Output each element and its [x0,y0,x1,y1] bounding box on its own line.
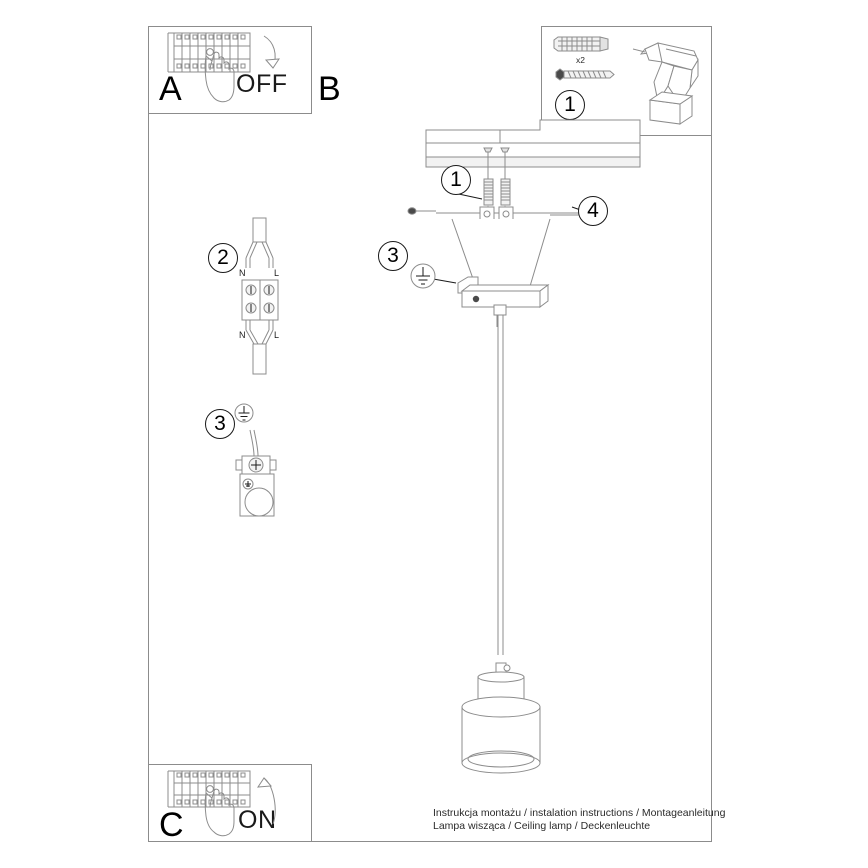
terminal-bottom-right-label: L [274,330,279,340]
terminal-top-right-label: L [274,268,279,278]
panel-c-box [148,764,312,842]
callout-earth-canopy-3: 3 [378,241,408,271]
frame-left-spine [148,26,149,842]
breaker-panel-icon [167,32,251,73]
arrow-down-icon [263,35,280,69]
frame-right-spine [711,26,712,842]
mounting-bracket [436,206,604,222]
screw-icon [555,68,615,81]
panel-a-state-label: OFF [236,70,288,98]
hand-icon [204,51,235,103]
parts-panel-artwork: x2 [546,30,708,132]
parts-quantity-label: x2 [576,55,585,65]
footer-line-2: Lampa wisząca / Ceiling lamp / Deckenleu… [433,820,651,832]
exploded-plug-left [483,178,494,206]
terminal-block-artwork: N L N L [228,217,294,378]
arrow-up-icon [257,777,276,825]
callout-earth-3: 3 [205,409,235,439]
ceiling-plug-left [483,147,493,182]
callout-ceiling-anchor-1: 1 [441,165,471,195]
breaker-panel-icon [167,770,251,808]
earth-symbol-canopy [408,261,438,291]
main-assembly-artwork [400,115,641,775]
wall-plug-icon [553,36,609,52]
earth-symbol-step3 [232,401,256,425]
terminal-bottom-left-label: N [239,330,246,340]
callout-bracket-screw-4: 4 [578,196,608,226]
panel-c-letter: C [159,806,184,844]
panel-a-artwork [160,28,305,112]
power-drill-icon [632,42,699,125]
panel-c-artwork [160,766,305,842]
panel-a-letter: A [159,70,182,108]
callout-terminal-block-2: 2 [208,243,238,273]
suspension-cable [497,315,504,655]
lamp-shade-assembly [461,662,541,774]
panel-b-letter: B [318,70,341,108]
exploded-plug-right [500,178,511,206]
frame-bottom [148,841,712,842]
panel-c-state-label: ON [238,806,277,834]
hand-icon [204,788,235,837]
earth-terminal-artwork [230,424,288,524]
ceiling-plug-right [500,147,510,182]
bracket-set-screw-left [407,207,436,215]
ceiling-slab [425,119,641,168]
panel-a-box [148,26,312,114]
footer-line-1: Instrukcja montażu / instalation instruc… [433,807,726,819]
lamp-canopy [451,218,551,327]
terminal-top-left-label: N [239,268,246,278]
